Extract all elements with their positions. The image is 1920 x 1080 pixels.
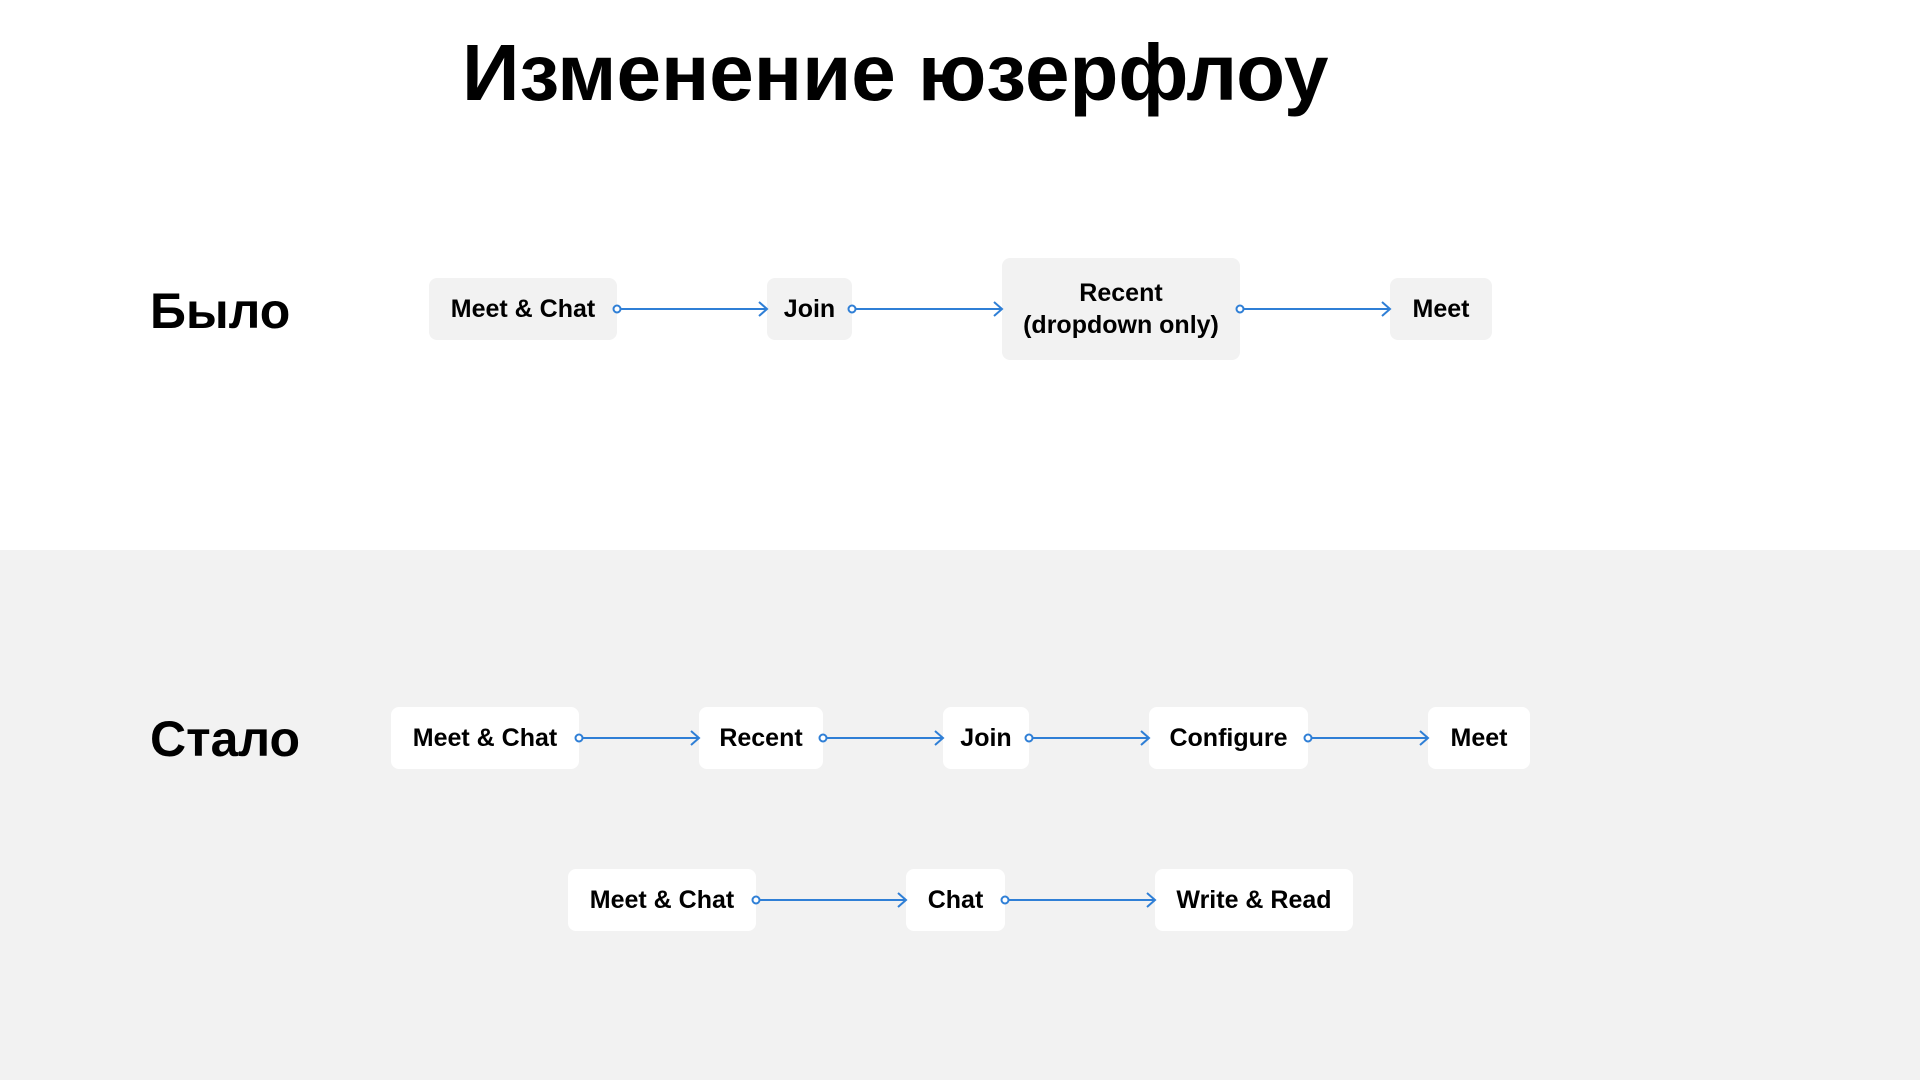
after-node-recent: Recent xyxy=(699,707,823,769)
after-node-configure: Configure xyxy=(1149,707,1308,769)
page-title: Изменение юзерфлоу xyxy=(462,28,1329,117)
before-section xyxy=(0,0,1920,550)
before-node-meet-chat: Meet & Chat xyxy=(429,278,617,340)
before-node-meet: Meet xyxy=(1390,278,1492,340)
after-node-meet-chat: Meet & Chat xyxy=(391,707,579,769)
before-label: Было xyxy=(150,283,291,339)
after-node-chat: Chat xyxy=(906,869,1005,931)
after-node-write-read: Write & Read xyxy=(1155,869,1353,931)
before-node-join: Join xyxy=(767,278,852,340)
after-node-meet: Meet xyxy=(1428,707,1530,769)
after-node-meet-chat-2: Meet & Chat xyxy=(568,869,756,931)
after-section xyxy=(0,550,1920,1080)
after-node-join: Join xyxy=(943,707,1029,769)
after-label: Стало xyxy=(150,711,301,767)
before-node-recent: Recent (dropdown only) xyxy=(1002,258,1240,360)
